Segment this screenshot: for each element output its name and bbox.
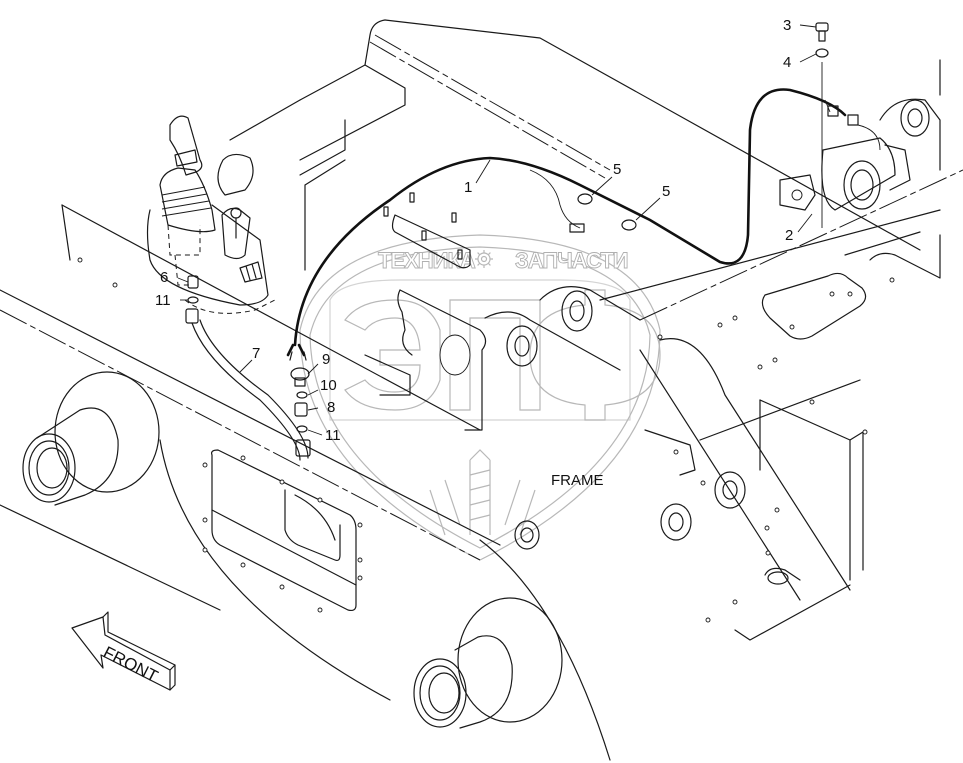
callout-4: 4 [783,54,792,71]
o-ring-10 [296,391,308,399]
callout-5b: 5 [662,183,671,200]
alarm-2 [779,137,911,211]
bolt-3 [815,22,829,42]
callout-5a: 5 [613,161,622,178]
callout-1: 1 [464,179,473,196]
washer-4 [815,48,829,58]
callout-7: 7 [252,345,261,362]
gear-icon [475,250,493,268]
watermark-text-left: ТЕХНИКА [378,248,476,273]
callout-8: 8 [327,399,336,416]
callout-2: 2 [785,227,794,244]
leader-lines [177,24,817,436]
callout-11-lower: 11 [325,427,341,444]
frame-label: FRAME [551,472,604,489]
front-arrow-icon: FRONT [71,611,176,691]
joystick-control [146,115,276,314]
callout-11-upper: 11 [155,292,171,309]
cable-clamp-5b [621,219,637,231]
o-ring-11-upper [187,296,199,304]
frame-holes [77,257,895,623]
hub-bushing-left [22,371,160,506]
adapter-8 [294,402,308,417]
wiring-harness-1 [286,88,881,357]
watermark-logo: ТЕХНИКА ЗАПЧАСТИ [299,234,661,561]
o-ring-11-lower [296,425,308,433]
cable-clamp-5a [577,193,593,205]
hub-bushing-right [413,597,563,729]
callout-10: 10 [320,377,337,394]
callout-9: 9 [322,351,331,368]
callout-6: 6 [160,269,169,286]
pressure-switch-9 [289,351,310,387]
hose-7 [185,308,311,461]
callout-3: 3 [783,17,792,34]
watermark-text-right: ЗАПЧАСТИ [515,248,628,273]
